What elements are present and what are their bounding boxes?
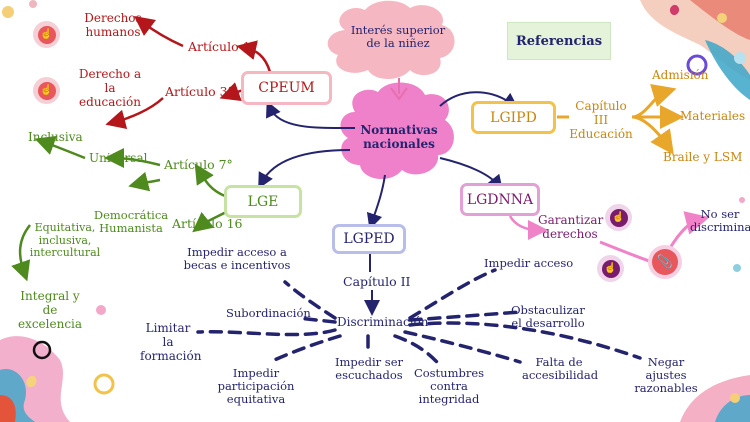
top-cloud-label: Interés superior de la niñez: [350, 23, 446, 51]
lge-art16: Artículo 16: [172, 216, 243, 231]
lgped-label: LGPED: [343, 231, 395, 247]
item-costumbres: Costumbres contra integridad: [413, 366, 485, 407]
lgdnna-label: LGDNNA: [466, 191, 534, 208]
root-label: Normativas nacionales: [360, 123, 438, 151]
references-label: Referencias: [515, 33, 603, 49]
lgipd-braile: Braile y LSM: [663, 150, 743, 164]
references-button[interactable]: Referencias: [507, 22, 611, 60]
hand-pointer-icon[interactable]: ☝: [33, 21, 60, 48]
hand-pointer-icon[interactable]: ☝: [33, 77, 60, 104]
lge-democratica: Democrática Humanista: [93, 208, 169, 236]
cpeum-label: CPEUM: [258, 80, 315, 96]
item-escuchados: Impedir ser escuchados: [334, 355, 403, 383]
item-acceso: Impedir acceso: [484, 256, 574, 270]
lge-integral: Integral y de excelencia: [17, 289, 83, 331]
root-cloud-shape: [340, 82, 454, 180]
lge-label: LGE: [247, 193, 279, 210]
paperclip-icon[interactable]: 📎: [648, 245, 682, 279]
cpeum-art3: Artículo 3°: [165, 84, 234, 99]
lgipd-materiales: Materiales: [680, 109, 746, 123]
lgdnna-box: LGDNNA: [460, 183, 540, 216]
cpeum-box: CPEUM: [241, 71, 332, 105]
derecho-educacion: Derecho a la educación: [78, 67, 142, 109]
lgped-capitulo: Capítulo II: [343, 274, 411, 289]
lge-box: LGE: [224, 185, 302, 218]
item-participacion: Impedir participación equitativa: [217, 366, 295, 407]
lgipd-admision: Admisión: [652, 68, 709, 82]
lgipd-capitulo: Capítulo III Educación: [569, 99, 633, 141]
lgdnna-no-ser: No ser discriminado: [690, 207, 750, 235]
item-accesibilidad: Falta de accesibilidad: [522, 355, 599, 383]
lgdnna-garantizar: Garantizar derechos: [538, 213, 604, 241]
lgipd-label: LGIPD: [490, 109, 537, 126]
lgped-discriminacion: Discriminación: [337, 315, 429, 329]
item-limitar: Limitar la formación: [140, 321, 202, 363]
lge-equitativa: Equitativa, inclusiva, intercultural: [29, 221, 101, 260]
top-cloud-shape: [327, 0, 455, 79]
item-becas: Impedir acceso a becas e incentivos: [183, 245, 291, 273]
hand-pointer-icon[interactable]: ☝: [597, 255, 624, 282]
cpeum-art1: Artículo 1°: [188, 39, 257, 54]
lge-inclusiva: Inclusiva: [28, 130, 83, 144]
item-subordinacion: Subordinación: [226, 306, 311, 320]
lge-art7: Artículo 7°: [164, 157, 233, 172]
lgped-box: LGPED: [332, 224, 406, 254]
hand-pointer-icon[interactable]: ☝: [605, 204, 632, 231]
lge-universal: Universal: [89, 151, 148, 165]
item-ajustes: Negar ajustes razonables: [634, 355, 698, 396]
item-obstaculizar: Obstaculizar el desarrollo: [511, 303, 585, 331]
lgipd-box: LGIPD: [471, 101, 556, 134]
derechos-humanos: Derechos humanos: [84, 11, 142, 39]
